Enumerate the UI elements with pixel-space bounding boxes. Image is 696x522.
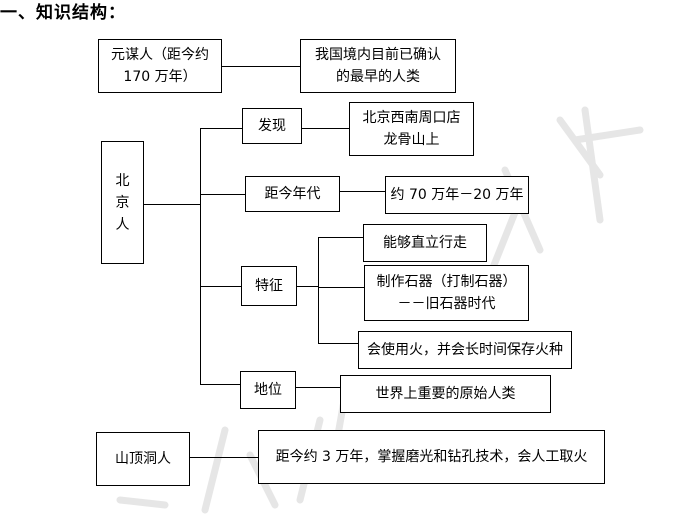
discovery-desc-label: 北京西南周口店 龙骨山上 xyxy=(362,110,461,148)
connector xyxy=(200,384,240,385)
age-desc-label: 约 70 万年－20 万年 xyxy=(390,187,524,203)
age-desc-box: 约 70 万年－20 万年 xyxy=(385,176,529,214)
beijing-man-box: 北 京 人 xyxy=(101,141,144,264)
yuanmou-man-label: 元谋人（距今约 170 万年） xyxy=(111,47,209,85)
connector xyxy=(297,286,318,287)
feature-walk-label: 能够直立行走 xyxy=(383,235,467,251)
status-box: 地位 xyxy=(240,371,296,409)
shanding-desc-box: 距今约 3 万年，掌握磨光和钻孔技术，会人工取火 xyxy=(258,430,605,484)
yuanmou-desc-label: 我国境内目前已确认 的最早的人类 xyxy=(315,47,441,85)
connector xyxy=(302,128,349,129)
status-label: 地位 xyxy=(254,382,282,398)
connector xyxy=(340,191,386,192)
connector xyxy=(318,287,364,288)
connector xyxy=(143,204,200,205)
feature-tools-label: 制作石器（打制石器） －－旧石器时代 xyxy=(376,274,517,312)
feature-tools-box: 制作石器（打制石器） －－旧石器时代 xyxy=(364,265,529,321)
connector xyxy=(200,194,246,195)
beijing-man-label: 北 京 人 xyxy=(115,172,130,233)
feature-fire-box: 会使用火，并会长时间保存火种 xyxy=(358,331,572,369)
age-label: 距今年代 xyxy=(264,186,321,202)
connector xyxy=(318,343,358,344)
connector xyxy=(318,237,363,238)
discovery-desc-box: 北京西南周口店 龙骨山上 xyxy=(349,102,474,156)
connector xyxy=(200,128,243,129)
discovery-box: 发现 xyxy=(242,108,302,144)
shanding-man-label: 山顶洞人 xyxy=(115,451,171,467)
feature-fire-label: 会使用火，并会长时间保存火种 xyxy=(367,342,563,358)
status-desc-label: 世界上重要的原始人类 xyxy=(375,386,516,402)
yuanmou-man-box: 元谋人（距今约 170 万年） xyxy=(98,39,222,93)
yuanmou-desc-box: 我国境内目前已确认 的最早的人类 xyxy=(300,39,456,93)
features-box: 特征 xyxy=(241,266,297,306)
shanding-man-box: 山顶洞人 xyxy=(96,432,190,486)
connector xyxy=(221,66,301,67)
features-label: 特征 xyxy=(255,278,283,294)
connector xyxy=(200,286,242,287)
discovery-label: 发现 xyxy=(258,118,286,134)
connector xyxy=(200,128,201,384)
shanding-desc-label: 距今约 3 万年，掌握磨光和钻孔技术，会人工取火 xyxy=(275,449,588,465)
connector xyxy=(296,387,341,388)
feature-walk-box: 能够直立行走 xyxy=(363,224,487,262)
connector xyxy=(189,457,259,458)
connector xyxy=(318,237,319,343)
section-heading: 一、知识结构： xyxy=(0,3,126,23)
status-desc-box: 世界上重要的原始人类 xyxy=(340,375,551,413)
age-box: 距今年代 xyxy=(245,176,340,212)
